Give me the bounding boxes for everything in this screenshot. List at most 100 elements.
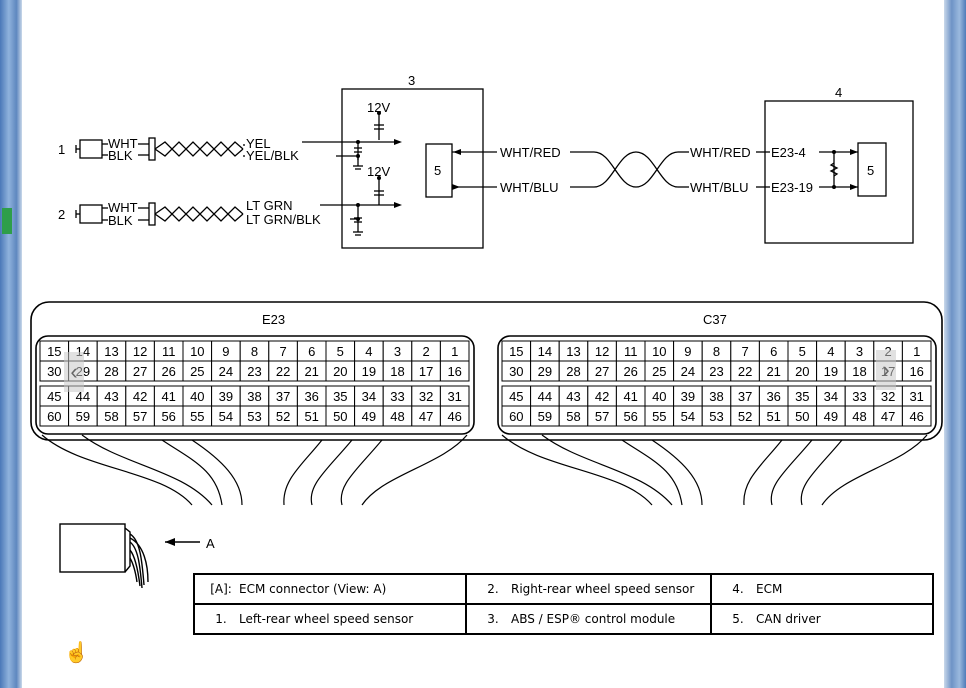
sensor-2-wire-b: BLK xyxy=(108,213,133,228)
pin-number: 8 xyxy=(713,344,720,359)
pin-number: 11 xyxy=(624,344,638,359)
pin-number: 14 xyxy=(538,344,552,359)
pin-number: 4 xyxy=(365,344,372,359)
pin-number: 35 xyxy=(333,389,347,404)
abs-driver-label: 5 xyxy=(434,163,441,178)
ecm-pin-a: E23-4 xyxy=(771,145,806,160)
pin-number: 28 xyxy=(566,364,580,379)
pin-number: 41 xyxy=(623,389,637,404)
pin-number: 30 xyxy=(509,364,523,379)
pin-number: 50 xyxy=(333,409,347,424)
pin-number: 50 xyxy=(795,409,809,424)
pin-number: 55 xyxy=(190,409,204,424)
sensor-2-body xyxy=(79,204,103,224)
can-left-high: WHT/RED xyxy=(500,145,561,160)
pin-number: 19 xyxy=(362,364,376,379)
sensor-2-wire-a: WHT xyxy=(108,200,138,215)
pin-cell xyxy=(901,405,932,427)
pin-number: 58 xyxy=(566,409,580,424)
pin-number: 45 xyxy=(47,389,61,404)
pin-number: 2 xyxy=(422,344,429,359)
pin-number: 47 xyxy=(419,409,433,424)
pin-number: 53 xyxy=(247,409,261,424)
pin-number: 54 xyxy=(681,409,695,424)
pin-number: 48 xyxy=(852,409,866,424)
pin-number: 54 xyxy=(219,409,233,424)
pin-number: 38 xyxy=(709,389,723,404)
pin-number: 15 xyxy=(509,344,523,359)
pin-cell xyxy=(439,405,470,427)
pin-number: 37 xyxy=(276,389,290,404)
legend-cell: 1.Left-rear wheel speed sensor xyxy=(193,603,467,635)
abs-module-label: 3 xyxy=(408,73,415,88)
pin-number: 19 xyxy=(824,364,838,379)
pin-number: 35 xyxy=(795,389,809,404)
pin-number: 23 xyxy=(709,364,723,379)
pin-number: 31 xyxy=(447,389,461,404)
hand-pointer-icon: ☝ xyxy=(64,642,89,664)
next-page-button[interactable]: › xyxy=(876,350,896,390)
pin-number: 10 xyxy=(190,344,204,359)
pin-number: 4 xyxy=(827,344,834,359)
pin-number: 46 xyxy=(909,409,923,424)
pin-number: 34 xyxy=(362,389,376,404)
pin-number: 44 xyxy=(76,389,90,404)
legend-cell: 2.Right-rear wheel speed sensor xyxy=(465,573,712,605)
pin-number: 3 xyxy=(856,344,863,359)
sensor-1-out-b: YEL/BLK xyxy=(246,148,299,163)
pin-number: 57 xyxy=(133,409,147,424)
pin-number: 22 xyxy=(738,364,752,379)
pin-number: 49 xyxy=(824,409,838,424)
pin-number: 21 xyxy=(766,364,780,379)
pin-number: 47 xyxy=(881,409,895,424)
pin-number: 53 xyxy=(709,409,723,424)
ecm-pin-b: E23-19 xyxy=(771,180,813,195)
pin-number: 46 xyxy=(447,409,461,424)
pin-number: 17 xyxy=(419,364,433,379)
sensor-1-body xyxy=(79,139,103,159)
pin-number: 27 xyxy=(595,364,609,379)
pin-number: 20 xyxy=(333,364,347,379)
pin-number: 56 xyxy=(623,409,637,424)
sensor-2-label: 2 xyxy=(58,207,65,222)
pin-number: 32 xyxy=(419,389,433,404)
pin-number: 5 xyxy=(337,344,344,359)
pin-number: 22 xyxy=(276,364,290,379)
pin-number: 25 xyxy=(190,364,204,379)
pin-number: 8 xyxy=(251,344,258,359)
connector-e23-name: E23 xyxy=(262,312,285,327)
sensor-1-wire-a: WHT xyxy=(108,136,138,151)
pin-number: 18 xyxy=(852,364,866,379)
pin-number: 12 xyxy=(595,344,609,359)
ecm-connector-view xyxy=(59,523,200,589)
legend-cell: 4.ECM xyxy=(710,573,934,605)
pin-number: 30 xyxy=(47,364,61,379)
abs-module-box xyxy=(341,88,484,249)
pin-number: 60 xyxy=(509,409,523,424)
pin-number: 49 xyxy=(362,409,376,424)
pin-number: 28 xyxy=(104,364,118,379)
wiring-diagram: 1 WHT BLK YEL YEL/BLK 2 WHT BLK LT GRN L… xyxy=(30,73,943,589)
sensor-1-label: 1 xyxy=(58,142,65,157)
prev-page-button[interactable]: ‹ xyxy=(64,352,84,392)
pin-number: 12 xyxy=(133,344,147,359)
pin-number: 56 xyxy=(161,409,175,424)
pin-number: 31 xyxy=(909,389,923,404)
chevron-right-icon: › xyxy=(882,357,890,382)
pin-number: 33 xyxy=(390,389,404,404)
legend-cell: [A]:ECM connector (View: A) xyxy=(193,573,467,605)
pin-grid: 1514131211109876543213029282726252423222… xyxy=(39,340,932,427)
abs-can-driver xyxy=(425,143,453,198)
pin-number: 43 xyxy=(566,389,580,404)
pin-number: 48 xyxy=(390,409,404,424)
abs-voltage-1: 12V xyxy=(367,100,390,115)
ecm-can-driver xyxy=(857,142,887,197)
pin-number: 57 xyxy=(595,409,609,424)
legend-cell: 5.CAN driver xyxy=(710,603,934,635)
pin-number: 21 xyxy=(304,364,318,379)
pin-number: 1 xyxy=(451,344,458,359)
pin-number: 1 xyxy=(913,344,920,359)
pin-number: 38 xyxy=(247,389,261,404)
pin-cell xyxy=(439,360,470,382)
pin-number: 26 xyxy=(161,364,175,379)
